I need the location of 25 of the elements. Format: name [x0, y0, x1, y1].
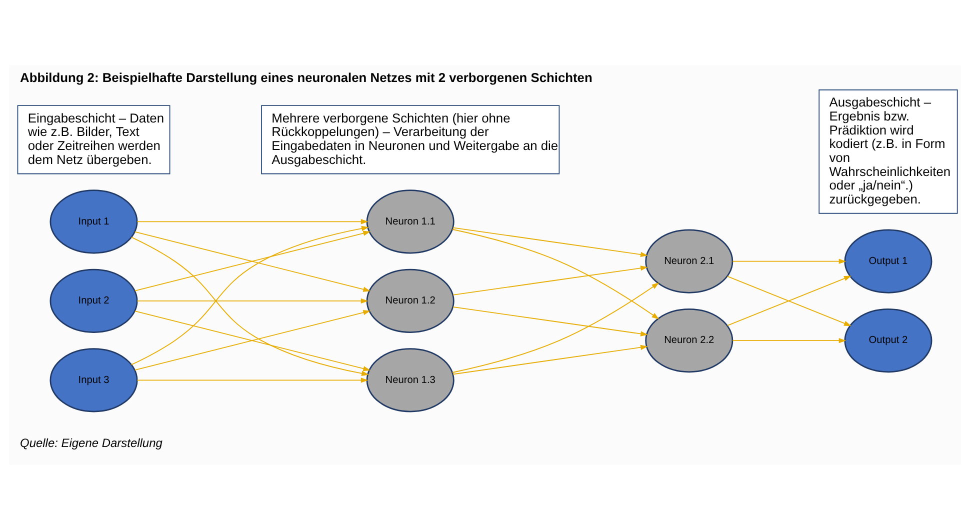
- diagram-title: Abbildung 2: Beispielhafte Darstellung eines neuronalen Netzes mit 2 verborgenen Schichten: [20, 70, 592, 85]
- node-ellipse: Neuron 2.2: [645, 308, 734, 373]
- caption: Quelle: Eigene Darstellung: [20, 436, 162, 450]
- arrow: [452, 266, 648, 296]
- node-ellipse: Neuron 1.2: [366, 268, 454, 333]
- node-ellipse: Neuron 2.1: [645, 229, 734, 294]
- node-box: Ausgabeschicht – Ergebnis bzw. Prädiktion wird kodiert (z.B. in Form von Wahrscheinlichkeiten oder „ja/nein“.) zurückgegeben.: [818, 89, 958, 214]
- arrow: [452, 227, 648, 258]
- node-box: Mehrere verborgene Schichten (hier ohne Rückkoppelungen) – Verarbeitung der Eingabedaten in Neuronen und Weitergabe an die Ausgabeschicht.: [261, 105, 560, 174]
- arrow: [452, 344, 648, 375]
- node-ellipse: Input 2: [50, 268, 138, 333]
- arrow: [136, 219, 368, 224]
- arrow: [452, 228, 660, 320]
- node-box: Eingabeschicht – Daten wie z.B. Bilder, Text oder Zeitreihen werden dem Netz übergeben.: [17, 105, 170, 174]
- arrow: [732, 338, 846, 344]
- node-ellipse: Neuron 1.1: [366, 190, 454, 254]
- node-ellipse: Neuron 1.3: [366, 348, 454, 412]
- node-ellipse: Input 3: [50, 348, 138, 412]
- arrow: [136, 378, 368, 383]
- arrow: [732, 258, 846, 264]
- arrow: [452, 282, 660, 373]
- arrow: [726, 276, 852, 326]
- arrow: [452, 306, 648, 336]
- arrow: [136, 298, 368, 304]
- node-ellipse: Input 1: [50, 190, 138, 254]
